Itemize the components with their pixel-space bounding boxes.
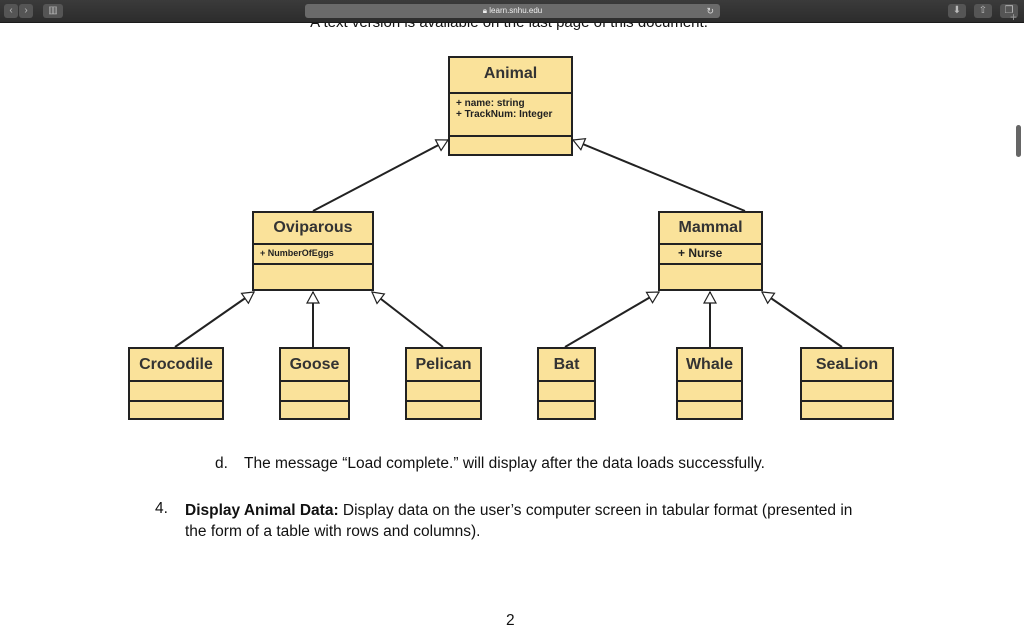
class-crocodile: Crocodile — [128, 347, 224, 420]
edge-sealion — [762, 291, 843, 348]
sidebar-icon[interactable]: ▥ — [43, 4, 63, 18]
edge-bat — [564, 291, 659, 348]
edge-oviparous-animal — [312, 139, 448, 212]
download-icon[interactable]: ⬇ — [948, 4, 966, 18]
reload-icon[interactable]: ↻ — [706, 6, 714, 16]
document-page: A text version is available on the last … — [0, 23, 1018, 640]
class-name: Oviparous — [273, 219, 353, 236]
class-name: Whale — [685, 356, 734, 373]
class-name: Pelican — [415, 356, 472, 373]
class-animal: Animal + name: string + TrackNum: Intege… — [448, 56, 573, 156]
browser-toolbar: ‹ › ▥ 🔒︎ learn.snhu.edu ↻ ⬇ ⇧ ❐ + — [0, 0, 1024, 24]
edge-pelican — [372, 291, 444, 348]
inheritance-lines — [174, 23, 843, 348]
class-name: Goose — [289, 356, 340, 373]
forward-button[interactable]: › — [19, 4, 33, 18]
address-bar[interactable]: 🔒︎ learn.snhu.edu ↻ — [305, 4, 720, 18]
url-text: learn.snhu.edu — [489, 6, 543, 15]
class-name: Crocodile — [139, 356, 213, 373]
item-4-line1: Display data on the user’s computer scre… — [338, 502, 853, 519]
share-icon[interactable]: ⇧ — [974, 4, 992, 18]
attribute: + Nurse — [678, 246, 723, 260]
item-4-heading: Display Animal Data: — [185, 502, 339, 519]
edge-mammal-animal — [573, 140, 746, 212]
item-d-text: The message “Load complete.” will displa… — [244, 455, 765, 472]
edge-crocodile — [174, 291, 254, 348]
cut-off-text: A text version is available on the last … — [0, 23, 1018, 31]
class-pelican: Pelican — [405, 347, 482, 420]
class-name: Animal — [483, 65, 538, 82]
page-number: 2 — [506, 612, 515, 629]
attribute: + NumberOfEggs — [260, 248, 334, 258]
class-oviparous: Oviparous + NumberOfEggs — [252, 211, 374, 291]
list-marker: 4. — [155, 500, 168, 517]
list-marker: d. — [215, 455, 228, 472]
class-name: SeaLion — [815, 356, 879, 373]
attribute: + name: string — [456, 98, 525, 109]
lock-icon: 🔒︎ — [482, 6, 488, 15]
class-name: Mammal — [678, 219, 743, 236]
class-goose: Goose — [279, 347, 350, 420]
new-tab-button[interactable]: + — [1010, 10, 1018, 24]
back-button[interactable]: ‹ — [4, 4, 18, 18]
scrollbar[interactable] — [1016, 125, 1021, 157]
class-name: Bat — [553, 356, 580, 373]
class-mammal: Mammal + Nurse — [658, 211, 763, 291]
class-sealion: SeaLion — [800, 347, 894, 420]
class-whale: Whale — [676, 347, 743, 420]
tabs-icon[interactable]: ❐ — [1000, 4, 1018, 18]
class-bat: Bat — [537, 347, 596, 420]
item-4-text: Display Animal Data: Display data on the… — [185, 500, 925, 542]
attribute: + TrackNum: Integer — [456, 109, 553, 120]
item-4-line2: the form of a table with rows and column… — [185, 523, 481, 540]
